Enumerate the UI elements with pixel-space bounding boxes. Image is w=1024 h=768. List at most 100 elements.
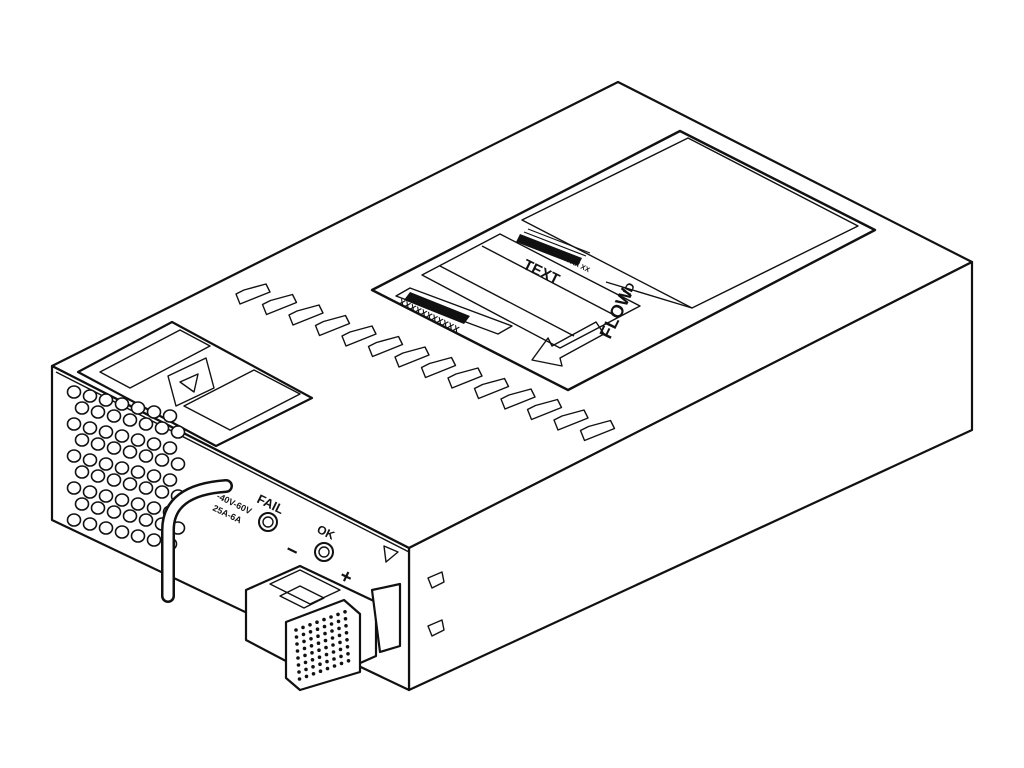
grip-dot <box>315 620 319 624</box>
grip-dot <box>297 670 301 674</box>
grip-dot <box>308 630 313 634</box>
grip-dot <box>301 625 305 630</box>
grille-hole <box>90 405 106 419</box>
connector-port-1 <box>269 569 341 605</box>
grip-dot <box>309 644 314 648</box>
grille-hole <box>66 449 82 463</box>
grip-dot <box>325 666 330 671</box>
vent-ridge <box>394 346 430 368</box>
grille-hole <box>66 385 82 399</box>
grip-dot <box>336 619 341 624</box>
grip-dot <box>337 633 342 638</box>
grille-hole <box>146 501 162 515</box>
grille-hole <box>138 481 154 495</box>
grille-hole <box>74 465 90 479</box>
grille-hole <box>82 421 98 435</box>
grille-hole <box>146 469 162 483</box>
grip-dot <box>315 627 320 631</box>
label-divider-2 <box>439 265 575 337</box>
grille-hole <box>98 457 114 471</box>
grille-hole <box>74 433 90 447</box>
grille-hole <box>82 485 98 499</box>
grip-dot <box>323 638 328 643</box>
airflow-arrow <box>531 321 605 367</box>
grille-hole <box>146 405 162 419</box>
grip-dot <box>318 669 323 673</box>
grille-hole <box>114 525 130 539</box>
latch-arrow-icon <box>179 373 199 393</box>
grille-hole <box>114 461 130 475</box>
fail-led <box>258 512 278 532</box>
grille-hole <box>162 441 178 455</box>
grille-hole <box>170 457 186 471</box>
grille-hole <box>106 505 122 519</box>
grille-hole <box>82 389 98 403</box>
latch-slot-2 <box>183 369 301 431</box>
grille-hole <box>130 401 146 415</box>
grip-dot <box>296 656 300 660</box>
grille-hole <box>90 437 106 451</box>
grip-dot <box>302 646 307 651</box>
grip-dot <box>322 617 326 622</box>
grille-hole <box>130 433 146 447</box>
grip-dot <box>338 640 342 645</box>
latch-tab <box>167 357 215 407</box>
connector-port-2 <box>279 585 325 609</box>
grille-hole <box>66 513 82 527</box>
grille-hole <box>170 425 186 439</box>
grille-hole <box>162 473 178 487</box>
grip-dot <box>294 635 299 639</box>
grip-dot <box>311 665 315 669</box>
grip-dot <box>317 655 322 659</box>
grille-hole <box>114 429 130 443</box>
label-text-block <box>421 233 641 349</box>
label-inner-rect <box>521 137 859 309</box>
grille-hole <box>138 417 154 431</box>
grip-dot <box>308 623 312 627</box>
grille-hole <box>98 521 114 535</box>
grip-dots <box>294 610 351 681</box>
vent-ridge <box>447 367 483 389</box>
side-notch-2 <box>427 619 445 637</box>
grille-hole <box>154 421 170 435</box>
barcode-lower <box>404 292 470 324</box>
grip-dot <box>297 677 302 681</box>
grip-dot <box>304 674 309 679</box>
vent-ridges <box>235 283 616 442</box>
grille-hole <box>82 517 98 531</box>
grip-dot <box>323 631 327 636</box>
grip-dot <box>316 641 321 645</box>
grille-hole <box>122 509 138 523</box>
grip-dot <box>316 634 320 638</box>
connector-latch <box>370 582 402 654</box>
ok-led <box>314 542 334 562</box>
grip-dot <box>337 626 341 631</box>
grip-dot <box>345 638 349 642</box>
grip-dot <box>310 651 314 655</box>
vent-ridge <box>420 356 457 379</box>
label-divider-3 <box>605 281 693 309</box>
grip-dot <box>338 647 343 652</box>
grip-dot <box>295 642 299 646</box>
barcode-upper <box>516 234 582 266</box>
grip-dot <box>295 649 300 653</box>
grip-dot <box>329 622 334 626</box>
barcode-upper-lines <box>523 228 591 257</box>
grip-dot <box>309 637 313 641</box>
dc-connector <box>244 564 402 692</box>
grille-hole <box>130 497 146 511</box>
grille-hole <box>138 513 154 527</box>
grip-dot <box>303 660 308 665</box>
vent-ridge <box>367 335 404 358</box>
grip-dot <box>331 650 336 654</box>
warning-triangle-icon <box>383 545 399 563</box>
side-notch-1 <box>427 571 445 589</box>
connector-grip <box>284 598 362 692</box>
grille-hole <box>98 393 114 407</box>
grip-dot <box>336 612 340 617</box>
grille-hole <box>130 529 146 543</box>
grip-dot <box>346 659 351 663</box>
grille-hole <box>90 469 106 483</box>
grip-dot <box>344 631 349 635</box>
